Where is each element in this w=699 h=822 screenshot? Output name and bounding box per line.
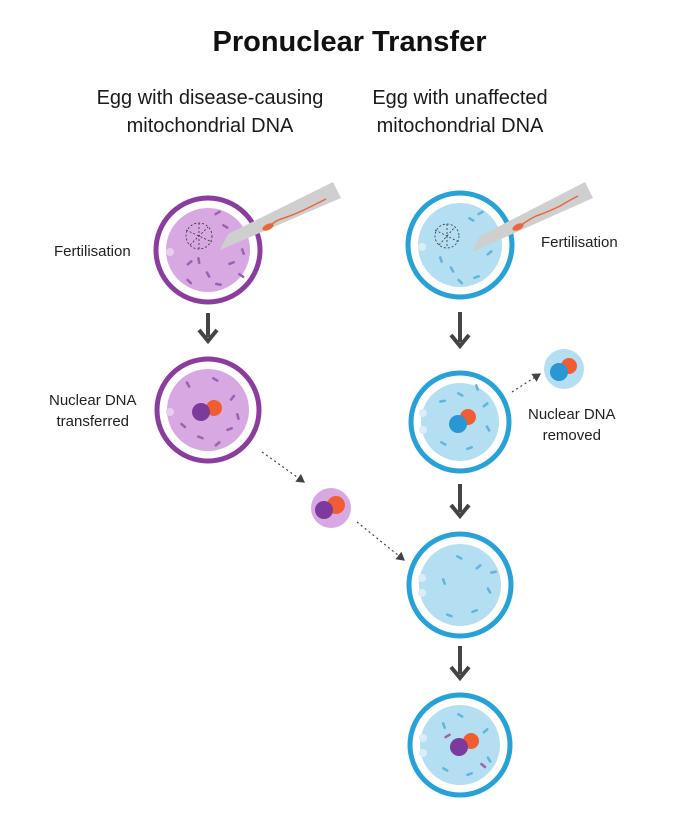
label-left-fertilisation: Fertilisation bbox=[54, 243, 131, 260]
left-egg1-spindle-icon bbox=[185, 222, 213, 250]
left-sperm-icon bbox=[269, 198, 327, 227]
dotted-arrow-to-karyoplast bbox=[261, 451, 305, 483]
diagram-title: Pronuclear Transfer bbox=[212, 26, 487, 58]
right-egg-reconstructed bbox=[407, 692, 513, 798]
left-egg-nuclear-transferred bbox=[154, 356, 262, 464]
label-nuclear-dna-removed: Nuclear DNA removed bbox=[528, 404, 616, 446]
left-egg2-purple-pronucleus bbox=[192, 403, 210, 421]
right-sperm-icon bbox=[519, 195, 579, 227]
karyoplast-purple-pronucleus bbox=[315, 501, 333, 519]
label-removed-line1: Nuclear DNA bbox=[528, 406, 616, 423]
transferred-karyoplast bbox=[311, 488, 351, 528]
arrow-right-down-2 bbox=[449, 484, 471, 520]
left-egg-fertilisation bbox=[153, 195, 263, 305]
right-egg-nuclear-removed bbox=[408, 370, 512, 474]
left-heading-line1: Egg with disease-causing bbox=[96, 87, 324, 109]
reconstructed-purple-pronucleus bbox=[450, 738, 468, 756]
right-egg-fertilisation bbox=[405, 190, 515, 300]
left-pipette bbox=[220, 182, 341, 250]
dotted-arrow-to-removed bbox=[511, 373, 542, 393]
right-egg1-spindle-icon bbox=[434, 223, 460, 249]
removed-blue-pronucleus bbox=[550, 363, 568, 381]
right-egg-enucleated bbox=[406, 531, 514, 639]
arrow-left-down-1 bbox=[197, 313, 219, 345]
left-column-heading: Egg with disease-causing mitochondrial D… bbox=[60, 84, 360, 140]
left-heading-line2: mitochondrial DNA bbox=[126, 115, 294, 137]
removed-karyoplast bbox=[544, 349, 584, 389]
right-heading-line2: mitochondrial DNA bbox=[376, 115, 544, 137]
right-pipette bbox=[472, 182, 593, 252]
label-transferred-line1: Nuclear DNA bbox=[49, 392, 137, 409]
right-egg2-blue-pronucleus bbox=[449, 415, 467, 433]
label-removed-line2: removed bbox=[542, 427, 601, 444]
arrow-right-down-1 bbox=[449, 312, 471, 350]
label-right-fertilisation: Fertilisation bbox=[541, 234, 618, 251]
arrow-right-down-3 bbox=[449, 646, 471, 682]
label-nuclear-dna-transferred: Nuclear DNA transferred bbox=[49, 390, 137, 432]
label-transferred-line2: transferred bbox=[56, 413, 130, 430]
right-heading-line1: Egg with unaffected bbox=[372, 87, 548, 109]
dotted-arrow-to-recipient bbox=[356, 521, 405, 561]
right-column-heading: Egg with unaffected mitochondrial DNA bbox=[325, 84, 595, 140]
